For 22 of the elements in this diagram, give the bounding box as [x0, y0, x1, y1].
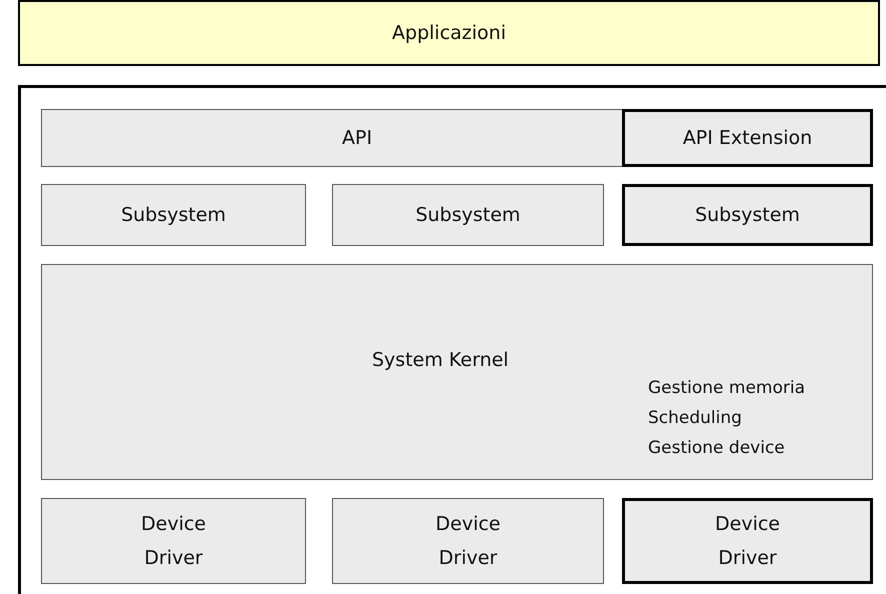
layer-label: Device Driver — [434, 512, 502, 571]
subsystem-box — [41, 184, 306, 246]
function-list: Gestione memoria Scheduling Gestione device — [648, 373, 808, 463]
layer-label: Subsystem — [414, 203, 522, 228]
layer-label: API Extension — [682, 126, 814, 151]
layer-label: API — [342, 126, 372, 151]
layer-label: Device Driver — [140, 512, 207, 571]
device-driver-box — [41, 498, 306, 584]
api-bar — [41, 109, 873, 167]
subsystem-box — [332, 184, 604, 246]
layer-label: Device Driver — [714, 512, 781, 571]
application-layer-box — [18, 0, 880, 66]
system-frame — [18, 85, 886, 594]
subsystem-box — [622, 184, 873, 246]
api-extension-box — [622, 109, 873, 167]
layer-label: Subsystem — [694, 203, 801, 228]
layer-label: System Kernel — [372, 349, 509, 371]
device-driver-box — [332, 498, 604, 584]
kernel-box — [41, 264, 873, 480]
layer-label: Subsystem — [120, 203, 227, 228]
layer-label: Applicazioni — [391, 21, 507, 46]
device-driver-box — [622, 498, 873, 584]
